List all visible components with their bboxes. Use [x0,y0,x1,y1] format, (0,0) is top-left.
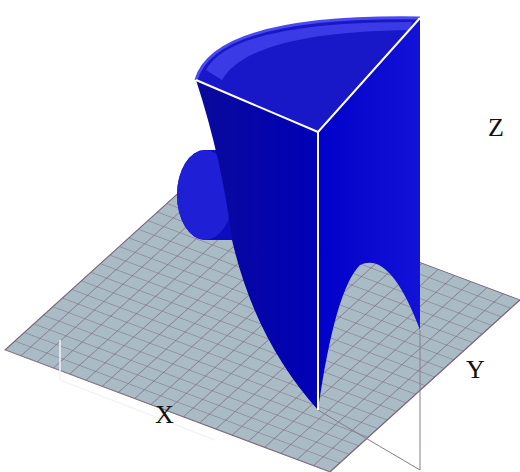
rim [206,22,412,80]
y-axis-label: Y [466,357,485,383]
front-face [196,80,318,410]
z-axis-label: Z [488,115,504,141]
bounding-line [60,340,215,440]
rim-edge [196,18,420,80]
edge-line [196,18,420,410]
x-axis-label: X [155,402,174,428]
bounding-line [318,330,420,470]
